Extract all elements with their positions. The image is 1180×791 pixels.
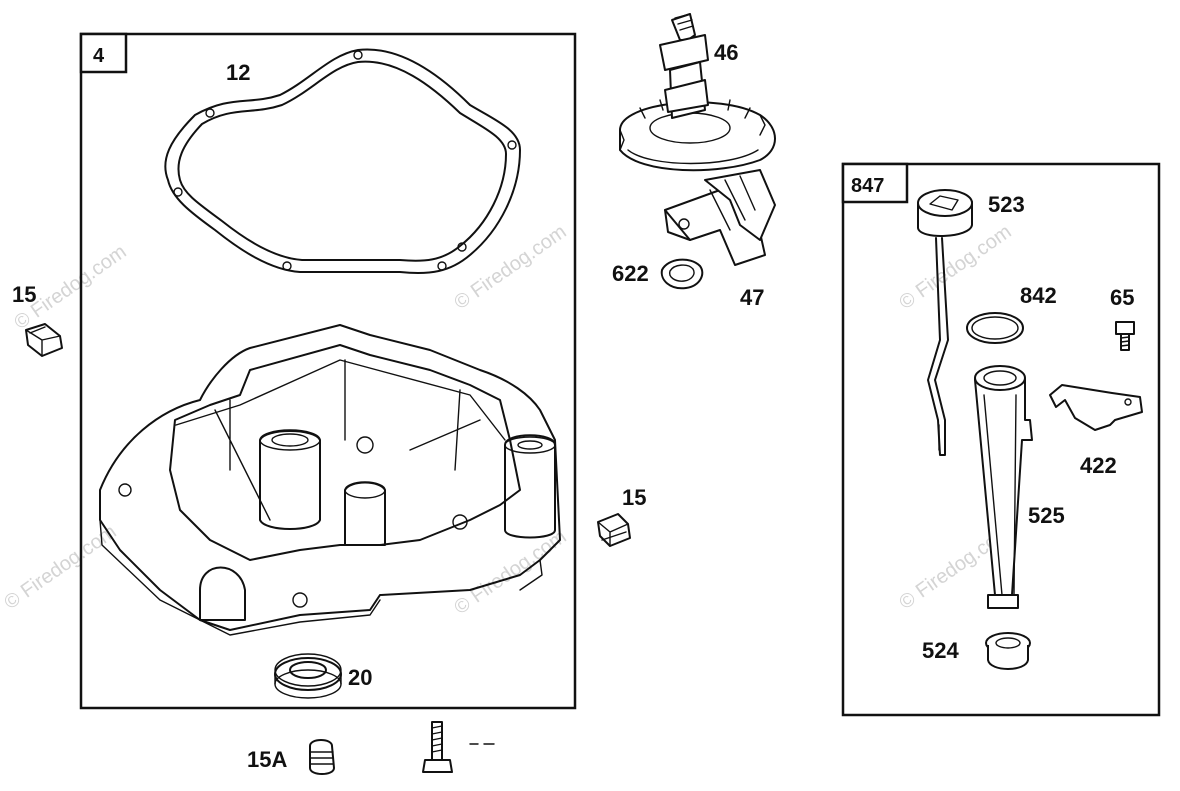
camshaft-gear-part[interactable] xyxy=(619,13,776,172)
part-label-422: 422 xyxy=(1080,453,1117,478)
part-label-525: 525 xyxy=(1028,503,1065,528)
dipstick-part[interactable] xyxy=(917,189,973,456)
part-label-20: 20 xyxy=(348,665,372,690)
bolt-part[interactable] xyxy=(422,721,495,773)
group-id-label: 4 xyxy=(93,45,105,67)
washer-part[interactable] xyxy=(660,258,704,290)
part-label-524: 524 xyxy=(922,638,959,663)
dipstick-tube-part[interactable] xyxy=(974,365,1033,609)
watermark: © Firedog.com xyxy=(450,221,570,314)
part-label-842: 842 xyxy=(1020,283,1057,308)
group-box-4: 4 xyxy=(79,32,577,710)
governor-part[interactable] xyxy=(664,169,776,266)
plug-part[interactable] xyxy=(25,323,63,357)
part-label-65: 65 xyxy=(1110,285,1134,310)
grommet-part[interactable] xyxy=(985,632,1031,670)
part-label-15-left: 15 xyxy=(12,282,36,307)
part-label-46: 46 xyxy=(714,40,738,65)
group-box-847: 847 xyxy=(841,162,1161,717)
part-label-523: 523 xyxy=(988,192,1025,217)
part-label-15A: 15A xyxy=(247,747,287,772)
screw-part[interactable] xyxy=(1115,321,1135,351)
plug-part[interactable] xyxy=(597,513,631,547)
bracket-part[interactable] xyxy=(1049,384,1143,431)
part-label-15-right: 15 xyxy=(622,485,646,510)
watermark: © Firedog.com xyxy=(450,526,570,619)
breather-plug-part[interactable] xyxy=(309,739,335,775)
part-label-622: 622 xyxy=(612,261,649,286)
group-id-label: 847 xyxy=(851,175,884,197)
part-label-47: 47 xyxy=(740,285,764,310)
o-ring-part[interactable] xyxy=(966,312,1024,344)
part-label-12: 12 xyxy=(226,60,250,85)
gasket-part[interactable] xyxy=(164,48,521,275)
crankcase-cover-part[interactable] xyxy=(99,324,561,636)
oil-seal-part[interactable] xyxy=(274,653,342,699)
watermark-layer: © Firedog.com © Firedog.com © Firedog.co… xyxy=(0,221,1015,619)
watermark: © Firedog.com xyxy=(0,521,120,614)
